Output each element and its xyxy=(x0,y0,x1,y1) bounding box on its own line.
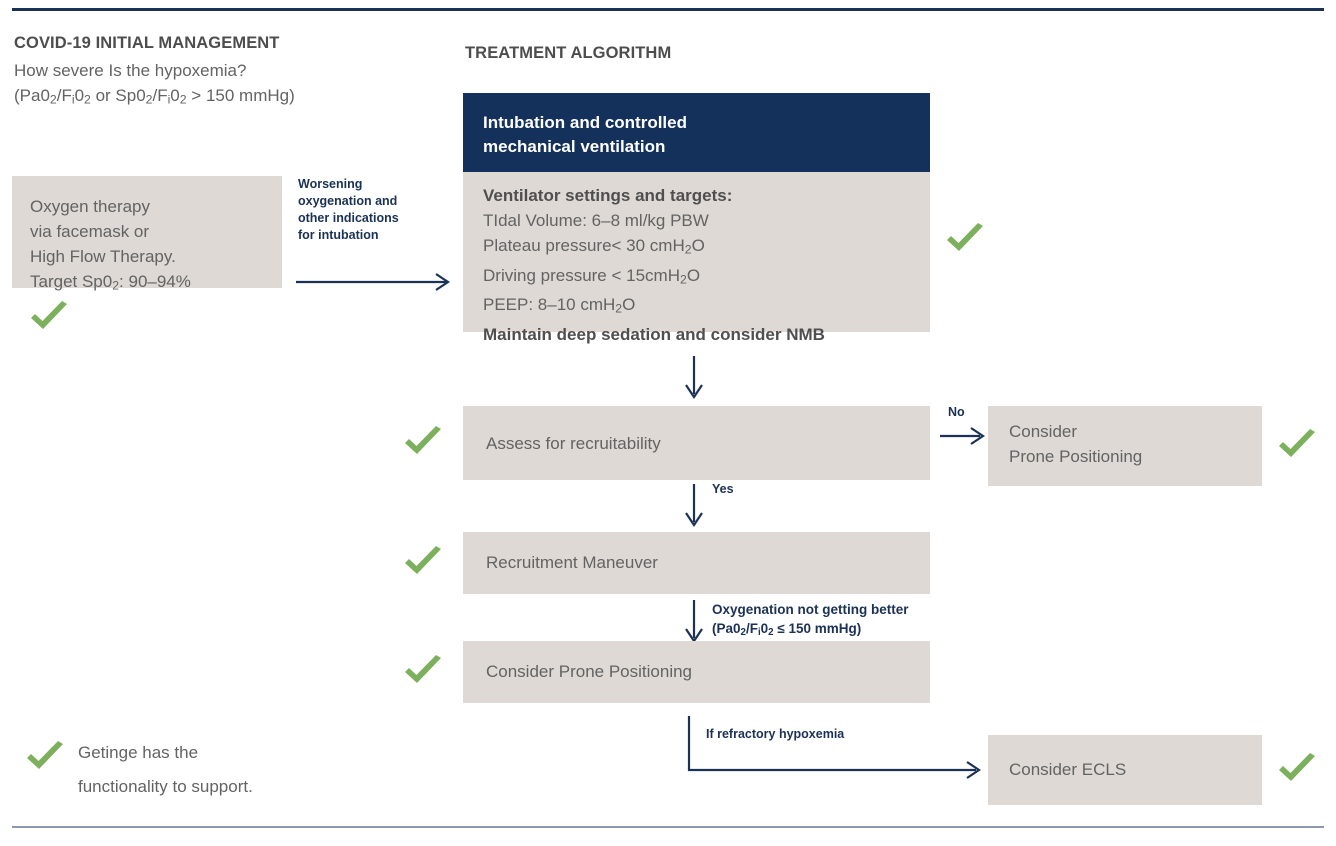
oxygen-line-2: via facemask or xyxy=(30,222,150,241)
oxygen-therapy-box xyxy=(12,176,282,288)
branch-no-label: No xyxy=(948,405,965,419)
settings-line-4: PEEP: 8–10 cmH2O xyxy=(483,295,636,317)
legend-line-1: Getinge has the xyxy=(78,743,199,762)
right-section-title: TREATMENT ALGORITHM xyxy=(465,44,672,62)
oxygen-line-4: Target Sp02: 90–94% xyxy=(30,272,191,293)
ventilator-settings-box xyxy=(463,172,930,332)
left-section-title: COVID-19 INITIAL MANAGEMENT xyxy=(14,34,280,52)
check-icon-recruitment-maneuver xyxy=(402,545,444,579)
side-box-consider-ecls xyxy=(988,735,1262,805)
arrow-refractory-to-ecls xyxy=(687,716,981,779)
oxygen-line-1: Oxygen therapy xyxy=(30,197,151,216)
ventilator-settings-text: Ventilator settings and targets: TIdal V… xyxy=(483,183,928,347)
branch-yes-label: Yes xyxy=(712,482,734,496)
lead-line-1: How severe Is the hypoxemia? xyxy=(14,61,247,80)
bottom-divider-rule xyxy=(12,826,1324,828)
check-icon-legend xyxy=(24,740,66,774)
recruitment-maneuver-text: Recruitment Maneuver xyxy=(486,550,926,575)
consider-prone-positioning-text: Consider Prone Positioning xyxy=(486,659,926,684)
check-icon-consider-ecls xyxy=(1276,752,1318,786)
check-icon-ventilator-settings xyxy=(944,222,986,256)
intubation-line-2: mechanical ventilation xyxy=(483,137,666,156)
settings-line-1: TIdal Volume: 6–8 ml/kg PBW xyxy=(483,211,709,230)
recruitment-maneuver-box xyxy=(463,532,930,594)
arrow-no-branch xyxy=(940,427,985,445)
oxy-note-line-2: (Pa02/Fi02 ≤ 150 mmHg) xyxy=(712,621,862,639)
oxygen-line-3: High Flow Therapy. xyxy=(30,247,176,266)
assess-recruitability-text: Assess for recruitability xyxy=(486,431,926,456)
consider-prone-positioning-box xyxy=(463,641,930,703)
oxygenation-not-better-note: Oxygenation not getting better (Pa02/Fi0… xyxy=(712,600,909,642)
worsening-line-1: Worsening xyxy=(298,177,363,191)
left-lead-text: How severe Is the hypoxemia? (Pa02/Fi02 … xyxy=(14,58,444,113)
settings-line-3: Driving pressure < 15cmH2O xyxy=(483,265,701,287)
assess-recruitability-box xyxy=(463,406,930,480)
worsening-oxygenation-label: Worsening oxygenation and other indicati… xyxy=(298,176,399,244)
lead-line-2: (Pa02/Fi02 or Sp02/Fi02 > 150 mmHg) xyxy=(14,86,295,107)
consider-prone-label: Consider Prone Positioning xyxy=(486,662,693,681)
assess-label: Assess for recruitability xyxy=(486,434,661,453)
intubation-line-1: Intubation and controlled xyxy=(483,113,687,132)
legend-note: Getinge has the functionality to support… xyxy=(78,736,378,804)
oxygen-therapy-text: Oxygen therapy via facemask or High Flow… xyxy=(30,194,280,299)
settings-footer: Maintain deep sedation and consider NMB xyxy=(483,325,825,345)
side-prone-line-2: Prone Positioning xyxy=(1009,447,1143,466)
intubation-header-text: Intubation and controlled mechanical ven… xyxy=(483,111,923,159)
arrow-to-intubation xyxy=(296,273,450,291)
oxy-note-line-1: Oxygenation not getting better xyxy=(712,602,909,617)
refractory-hypoxemia-label: If refractory hypoxemia xyxy=(706,727,845,741)
side-prone-line-1: Consider xyxy=(1009,422,1078,441)
check-icon-consider-prone-main xyxy=(402,654,444,688)
worsening-line-2: oxygenation and xyxy=(298,194,398,208)
side-box-consider-ecls-text: Consider ECLS xyxy=(1009,757,1259,782)
side-ecls-line-1: Consider ECLS xyxy=(1009,760,1127,779)
legend-line-2: functionality to support. xyxy=(78,777,253,796)
top-divider-rule xyxy=(12,8,1324,11)
arrow-yes-branch xyxy=(685,484,703,527)
arrow-recruitment-to-prone xyxy=(685,600,703,643)
side-box-consider-prone-text: Consider Prone Positioning xyxy=(1009,419,1259,469)
check-icon-assess-recruitability xyxy=(402,425,444,459)
side-box-consider-prone xyxy=(988,406,1262,486)
check-icon-consider-prone xyxy=(1276,428,1318,462)
check-icon-oxygen-therapy xyxy=(28,300,70,334)
worsening-line-4: for intubation xyxy=(298,228,379,242)
recruitment-label: Recruitment Maneuver xyxy=(486,553,658,572)
settings-heading: Ventilator settings and targets: xyxy=(483,186,733,205)
arrow-settings-to-assess xyxy=(685,356,703,399)
worsening-line-3: other indications xyxy=(298,211,399,225)
settings-line-2: Plateau pressure< 30 cmH2O xyxy=(483,236,705,257)
intubation-header-box xyxy=(463,93,930,172)
